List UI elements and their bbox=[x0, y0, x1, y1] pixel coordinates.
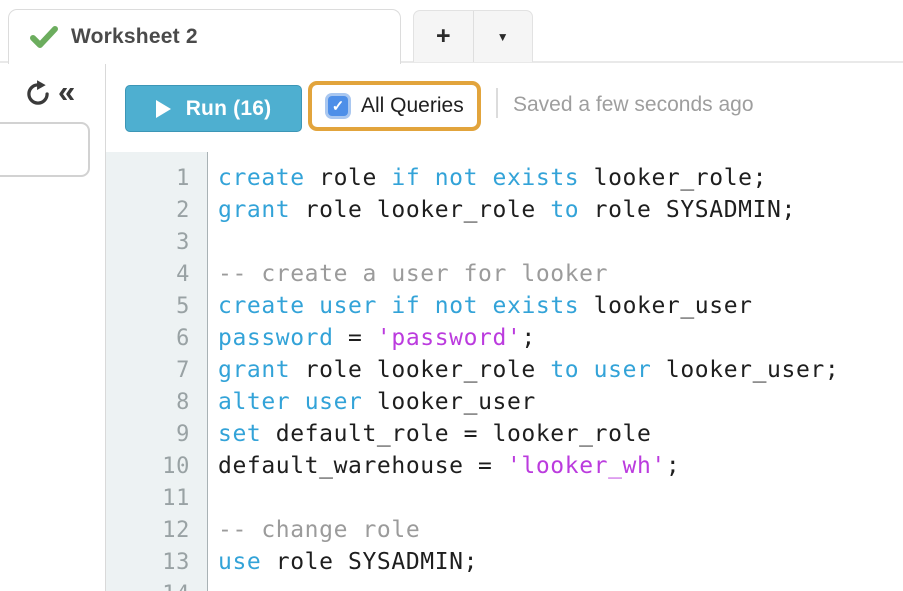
code-line[interactable]: 2 grant role looker_role to role SYSADMIN… bbox=[106, 194, 903, 226]
code-lines: 1 create role if not exists looker_role; 2… bbox=[106, 152, 903, 591]
caret-down-icon: ▼ bbox=[496, 29, 509, 44]
line-number: 8 bbox=[176, 389, 190, 415]
run-button-label: Run (16) bbox=[185, 96, 272, 120]
code-line[interactable]: 12 -- change role bbox=[106, 514, 903, 546]
code-line[interactable]: 7 grant role looker_role to user looker_u… bbox=[106, 354, 903, 386]
refresh-button[interactable] bbox=[24, 80, 52, 108]
toolbar-divider bbox=[496, 88, 498, 118]
code-line[interactable]: 8 alter user looker_user bbox=[106, 386, 903, 418]
line-number: 4 bbox=[176, 261, 190, 287]
line-number: 5 bbox=[176, 293, 190, 319]
code-line[interactable]: 13 use role SYSADMIN; bbox=[106, 546, 903, 578]
code-line[interactable]: 1 create role if not exists looker_role; bbox=[106, 162, 903, 194]
code-text: -- change role bbox=[218, 517, 421, 543]
line-number: 1 bbox=[176, 165, 190, 191]
new-worksheet-button[interactable]: + bbox=[414, 11, 474, 62]
code-text: grant role looker_role to role SYSADMIN; bbox=[218, 197, 796, 223]
collapse-panel-button[interactable]: « bbox=[58, 74, 76, 109]
plus-icon: + bbox=[435, 22, 451, 50]
worksheet-menu-button[interactable]: ▼ bbox=[474, 11, 533, 62]
code-line[interactable]: 4 -- create a user for looker bbox=[106, 258, 903, 290]
code-text: use role SYSADMIN; bbox=[218, 549, 479, 575]
code-text: create user if not exists looker_user bbox=[218, 293, 753, 319]
sql-editor[interactable]: 1 create role if not exists looker_role; 2… bbox=[106, 152, 903, 591]
sidebar-search-box[interactable] bbox=[0, 122, 90, 177]
line-number: 10 bbox=[162, 453, 190, 479]
code-text: grant role looker_role to user looker_us… bbox=[218, 357, 840, 383]
code-line[interactable]: 11 bbox=[106, 482, 903, 514]
refresh-icon bbox=[27, 80, 49, 105]
line-number: 9 bbox=[176, 421, 190, 447]
code-line[interactable]: 14 bbox=[106, 578, 903, 591]
line-number: 2 bbox=[176, 197, 190, 223]
all-queries-toggle[interactable]: ✓ All Queries bbox=[308, 81, 481, 131]
line-number: 13 bbox=[162, 549, 190, 575]
line-number: 11 bbox=[162, 485, 190, 511]
new-tab-group: + ▼ bbox=[413, 10, 533, 62]
code-line[interactable]: 10 default_warehouse = 'looker_wh'; bbox=[106, 450, 903, 482]
all-queries-checkbox[interactable]: ✓ bbox=[325, 93, 351, 119]
sidebar-divider bbox=[105, 63, 106, 591]
line-number: 12 bbox=[162, 517, 190, 543]
save-status: Saved a few seconds ago bbox=[513, 93, 754, 116]
code-line[interactable]: 6 password = 'password'; bbox=[106, 322, 903, 354]
code-text: create role if not exists looker_role; bbox=[218, 165, 768, 191]
code-text: alter user looker_user bbox=[218, 389, 536, 415]
line-number: 7 bbox=[176, 357, 190, 383]
checkbox-check-icon: ✓ bbox=[328, 96, 348, 116]
run-button[interactable]: Run (16) bbox=[125, 85, 302, 132]
code-text: set default_role = looker_role bbox=[218, 421, 652, 447]
code-line[interactable]: 5 create user if not exists looker_user bbox=[106, 290, 903, 322]
code-line[interactable]: 3 bbox=[106, 226, 903, 258]
line-number: 6 bbox=[176, 325, 190, 351]
line-number: 14 bbox=[106, 582, 190, 591]
saved-check-icon bbox=[30, 25, 58, 49]
line-number: 3 bbox=[176, 229, 190, 255]
tab-worksheet-2[interactable]: Worksheet 2 bbox=[8, 9, 401, 64]
code-line[interactable]: 9 set default_role = looker_role bbox=[106, 418, 903, 450]
code-text: -- create a user for looker bbox=[218, 261, 609, 287]
code-text: password = 'password'; bbox=[218, 325, 536, 351]
play-icon bbox=[155, 99, 171, 118]
code-text: default_warehouse = 'looker_wh'; bbox=[218, 453, 681, 479]
tab-title: Worksheet 2 bbox=[71, 25, 198, 48]
all-queries-label: All Queries bbox=[361, 94, 464, 117]
